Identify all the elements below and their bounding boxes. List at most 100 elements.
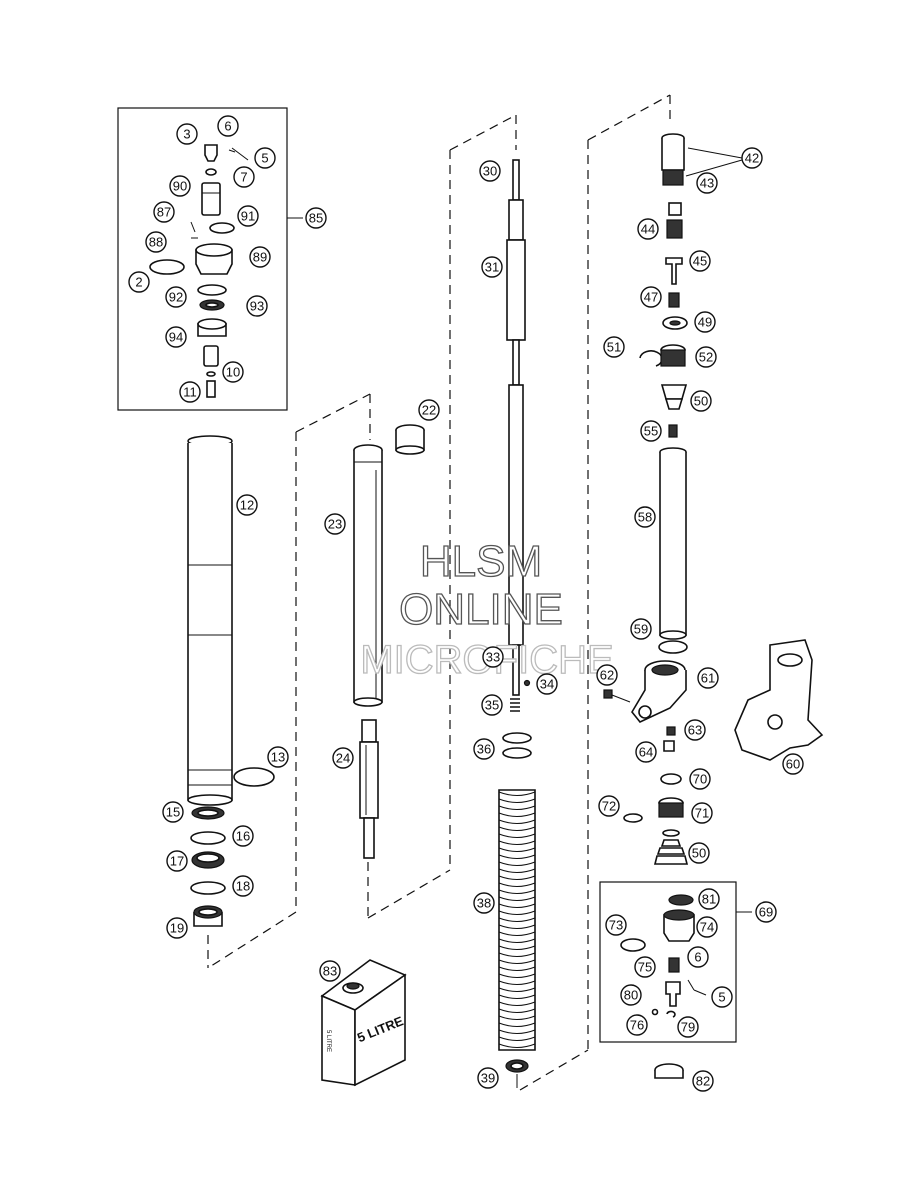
svg-text:61: 61 [701, 671, 715, 686]
callout-89: 89 [249, 246, 271, 268]
spring-coil [498, 812, 536, 817]
screw-63 [666, 726, 676, 736]
callout-10: 10 [222, 361, 244, 383]
spring-coil [498, 868, 536, 873]
callout-19: 19 [166, 917, 188, 939]
svg-text:17: 17 [170, 854, 184, 869]
svg-text:62: 62 [600, 668, 614, 683]
callout-18: 18 [232, 875, 254, 897]
svg-text:90: 90 [173, 179, 187, 194]
svg-text:85: 85 [309, 211, 323, 226]
callout-34: 34 [536, 673, 558, 695]
spring-47 [668, 292, 680, 308]
svg-text:63: 63 [688, 723, 702, 738]
spring-coil [498, 966, 536, 971]
svg-text:71: 71 [695, 806, 709, 821]
svg-text:72: 72 [602, 799, 616, 814]
tube-58 [659, 447, 687, 640]
callout-15: 15 [162, 801, 184, 823]
spring-coil [498, 847, 536, 852]
spring-coil [498, 1015, 536, 1020]
callout-44: 44 [637, 218, 659, 240]
svg-text:50: 50 [694, 394, 708, 409]
spring-coil [498, 819, 536, 824]
svg-text:55: 55 [644, 424, 658, 439]
nut-44a [668, 202, 682, 216]
svg-text:5: 5 [261, 151, 268, 166]
callout-22: 22 [418, 399, 440, 421]
valve-stack-50a [660, 384, 688, 410]
callout-60: 60 [782, 753, 804, 775]
spring-coil [498, 826, 536, 831]
svg-text:80: 80 [624, 988, 638, 1003]
spring-coil [498, 861, 536, 866]
damper-rod-30-31 [506, 159, 526, 696]
svg-text:13: 13 [271, 750, 285, 765]
spring-coil [498, 917, 536, 922]
detail-box-69 [599, 881, 737, 1043]
oil-can-83: 5 LITRE 5 LITRE [320, 959, 407, 1087]
axle-clamp-61 [631, 660, 687, 723]
bush-22 [395, 424, 425, 455]
svg-text:44: 44 [641, 222, 655, 237]
callout-43: 43 [696, 172, 718, 194]
spring-coil [498, 924, 536, 929]
o-ring-72 [623, 813, 643, 823]
spring-coil [498, 1001, 536, 1006]
callout-82: 82 [692, 1070, 714, 1092]
callout-85: 85 [305, 207, 327, 229]
ring-36b [502, 747, 532, 759]
svg-text:6: 6 [224, 119, 231, 134]
svg-text:93: 93 [250, 299, 264, 314]
callout-62: 62 [596, 664, 618, 686]
callout-45: 45 [689, 250, 711, 272]
spring-coil [498, 931, 536, 936]
callout-39: 39 [477, 1067, 499, 1089]
dash-inner-tube [295, 393, 371, 433]
callout-74: 74 [696, 916, 718, 938]
piston-52 [660, 344, 686, 367]
callout-31: 31 [481, 256, 503, 278]
callout-72: 72 [598, 795, 620, 817]
oil-can-label-small: 5 LITRE [325, 1030, 331, 1052]
spring-coil [498, 875, 536, 880]
callout-93: 93 [246, 295, 268, 317]
callout-49: 49 [694, 311, 716, 333]
spring-coil [498, 896, 536, 901]
svg-text:88: 88 [149, 235, 163, 250]
svg-text:64: 64 [639, 745, 653, 760]
svg-text:6: 6 [694, 950, 701, 965]
svg-text:10: 10 [226, 365, 240, 380]
spring-coil [498, 903, 536, 908]
callout-23: 23 [324, 513, 346, 535]
callout-69: 69 [755, 901, 777, 923]
callout-90: 90 [169, 175, 191, 197]
svg-text:24: 24 [336, 751, 350, 766]
callout-12: 12 [236, 494, 258, 516]
spring-coils [498, 791, 536, 1048]
damper-cartridge-24 [359, 719, 379, 859]
svg-text:91: 91 [241, 209, 255, 224]
ring-18 [190, 881, 226, 895]
valve-45 [665, 257, 683, 285]
callout-61: 61 [697, 667, 719, 689]
spring-coil [498, 910, 536, 915]
ring-16 [190, 831, 226, 845]
callout-75: 75 [634, 956, 656, 978]
callout-13: 13 [267, 746, 289, 768]
watermark-line2: ONLINE [399, 585, 563, 634]
callout-16: 16 [232, 825, 254, 847]
callout-5a: 5 [254, 147, 276, 169]
callout-17: 17 [166, 850, 188, 872]
spring-coil [498, 980, 536, 985]
spring-coil [498, 1008, 536, 1013]
svg-text:87: 87 [157, 205, 171, 220]
spring-coil [498, 1029, 536, 1034]
detail-box-85 [117, 107, 288, 411]
svg-text:12: 12 [240, 498, 254, 513]
spring-coil [498, 945, 536, 950]
callout-38: 38 [473, 892, 495, 914]
callout-70: 70 [689, 768, 711, 790]
svg-text:38: 38 [477, 896, 491, 911]
base-valve-parts [620, 894, 707, 1018]
